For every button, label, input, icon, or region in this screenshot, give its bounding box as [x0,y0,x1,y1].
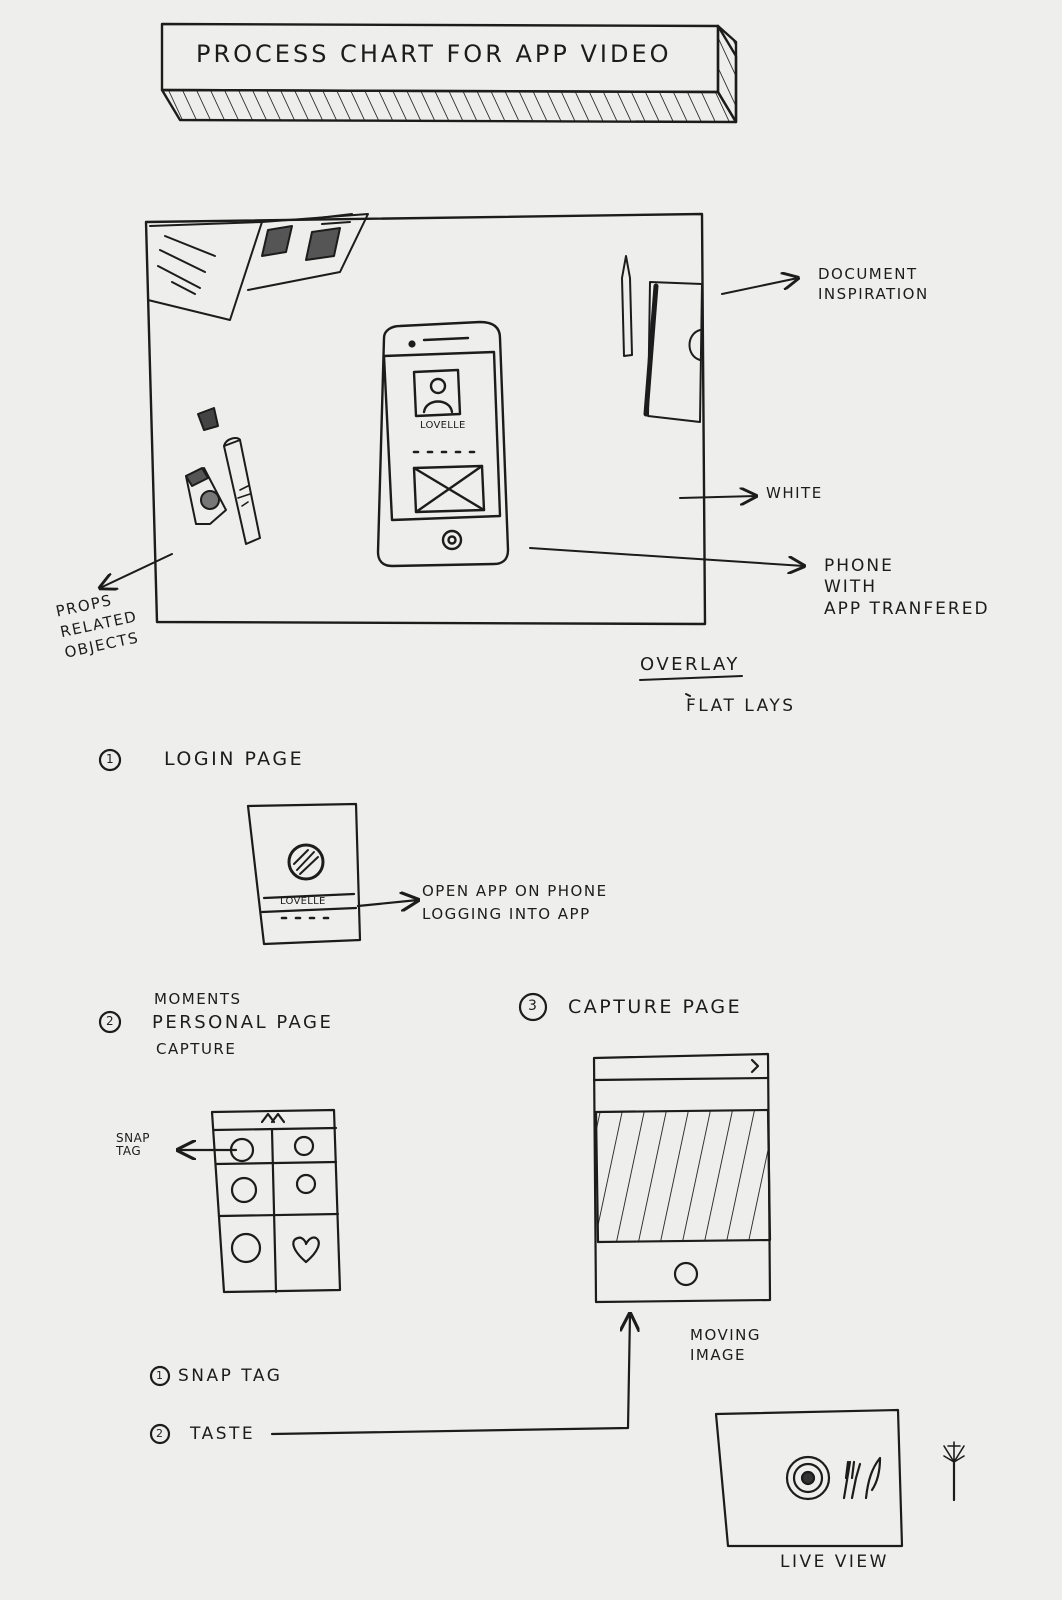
flatlay-frame [144,212,707,626]
title-banner [160,22,738,124]
step1-number: 1 [106,752,115,766]
phone-app-label: PHONE WITH APP TRANFERED [824,556,990,619]
list-item-2-label: TASTE [190,1424,256,1444]
step2-title: PERSONAL PAGE [152,1012,334,1033]
step1-title: LOGIN PAGE [164,748,305,770]
overlay-divider [639,675,743,697]
white-label: WHITE [766,484,823,502]
flat-lays-label: FLAT LAYS [686,696,796,716]
document-inspiration-label: DOCUMENT INSPIRATION [818,265,929,304]
live-view-illustration [714,1408,965,1548]
page-title: PROCESS CHART FOR APP VIDEO [196,40,672,68]
step3-title: CAPTURE PAGE [568,996,743,1018]
flatlay-arrows [100,278,804,588]
pencil-notebook-illustration [621,255,703,423]
snap-tag-label: SNAP TAG [116,1131,151,1159]
flatlay-phone-screen-text: LOVELLE [420,420,466,431]
step1-screen-text: LOVELLE [280,896,326,907]
list-item-2-number: 2 [156,1427,164,1440]
step2-illustration [98,1010,342,1445]
flatlay-phone-illustration [376,320,510,568]
step3-number: 3 [528,998,538,1014]
step3-illustration [270,992,772,1436]
step2-number: 2 [106,1014,115,1028]
live-view-label: LIVE VIEW [780,1552,889,1572]
step2-title-top: MOMENTS [154,990,242,1008]
list-item-1-number: 1 [156,1369,164,1382]
paper-documents-illustration [147,213,369,321]
overlay-label: OVERLAY [640,654,740,675]
list-item-1-label: SNAP TAG [178,1366,283,1386]
step1-note: OPEN APP ON PHONE LOGGING INTO APP [422,882,608,924]
step2-title-bottom: CAPTURE [156,1040,237,1058]
props-illustration [185,407,261,545]
step1-illustration [98,748,418,946]
moving-image-label: MOVING IMAGE [690,1326,762,1364]
